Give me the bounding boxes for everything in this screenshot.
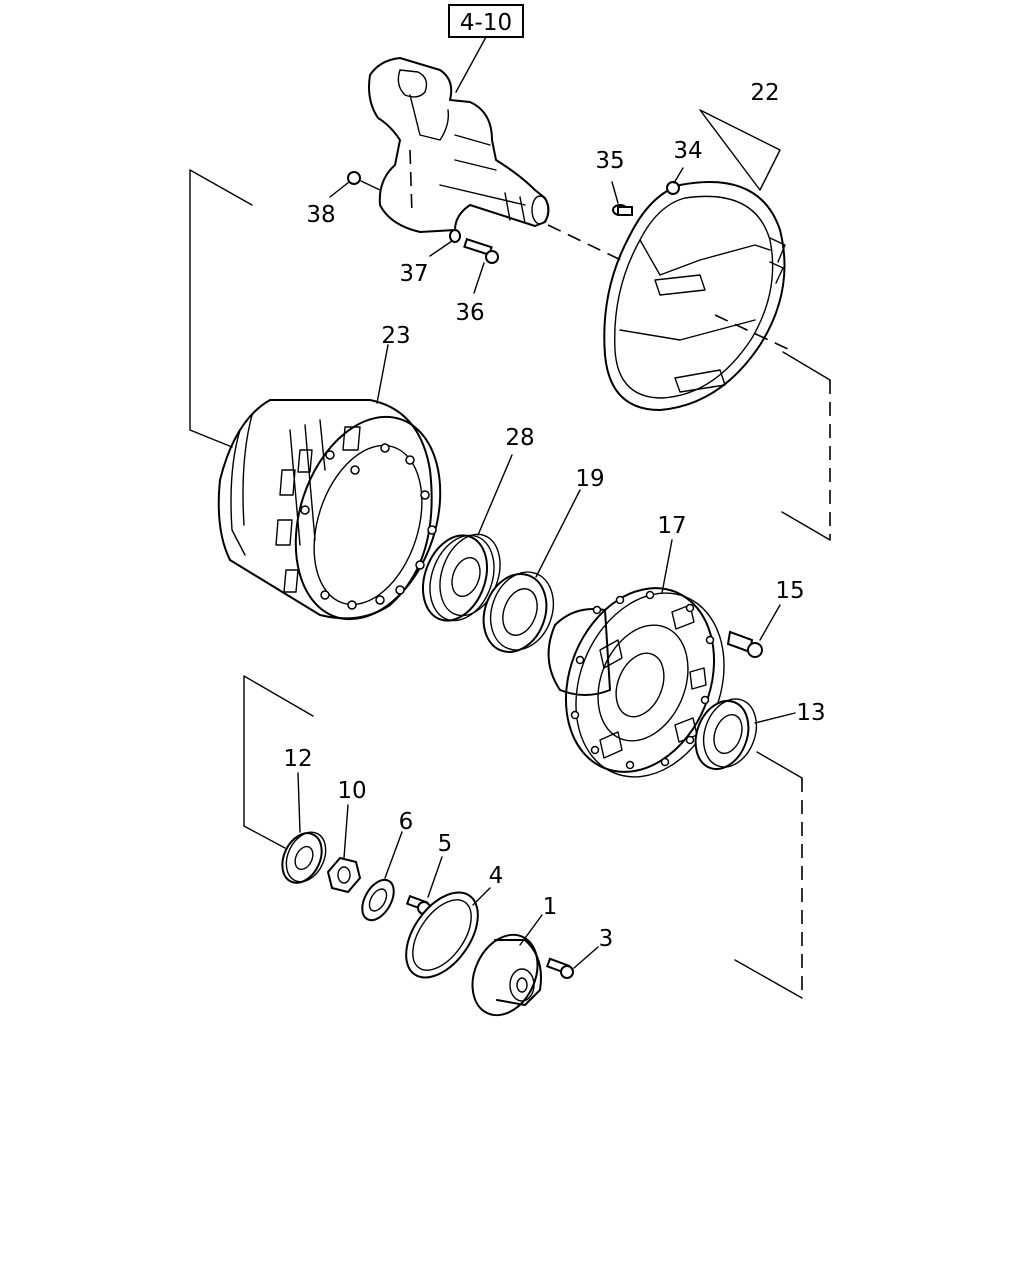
callout-15[interactable]: 15	[775, 578, 804, 604]
oil-seal	[422, 533, 501, 622]
callout-labels: 22 35 34 38 37 36 23 28 19 17 15 13 12 1…	[283, 80, 825, 952]
callout-12[interactable]: 12	[283, 746, 312, 772]
bolt-35[interactable]	[612, 204, 633, 216]
wheel-hub	[547, 587, 725, 778]
lock-washer[interactable]	[356, 874, 401, 925]
callout-4[interactable]: 4	[489, 863, 504, 889]
callout-22[interactable]: 22	[750, 80, 779, 106]
callout-19[interactable]: 19	[575, 466, 604, 492]
reference-label: 4-10	[460, 10, 512, 36]
outer-seal	[281, 831, 327, 884]
hub-cap-gasket	[405, 891, 479, 979]
brake-backing-plate	[603, 181, 791, 411]
callout-5[interactable]: 5	[438, 831, 453, 857]
callout-23[interactable]: 23	[381, 323, 410, 349]
brake-drum	[217, 399, 442, 621]
nut-34[interactable]	[666, 181, 680, 195]
callout-17[interactable]: 17	[657, 513, 686, 539]
callout-28[interactable]: 28	[505, 425, 534, 451]
hub-cap-bolt[interactable]	[545, 957, 574, 979]
callout-13[interactable]: 13	[796, 700, 825, 726]
bolt-36[interactable]	[463, 237, 499, 264]
callout-3[interactable]: 3	[599, 926, 614, 952]
hub-cap	[471, 933, 542, 1017]
hub-nut[interactable]	[326, 856, 362, 894]
callout-35[interactable]: 35	[595, 148, 624, 174]
steering-knuckle	[368, 57, 550, 233]
outer-bearing	[694, 698, 758, 770]
callout-36[interactable]: 36	[455, 300, 484, 326]
washer-37[interactable]	[449, 229, 461, 243]
callout-34[interactable]: 34	[673, 138, 702, 164]
callout-37[interactable]: 37	[399, 261, 428, 287]
callout-6[interactable]: 6	[399, 809, 414, 835]
callout-1[interactable]: 1	[543, 894, 558, 920]
callout-38[interactable]: 38	[306, 202, 335, 228]
hub-bolt[interactable]	[726, 630, 763, 658]
nut-38[interactable]	[347, 171, 361, 185]
callout-10[interactable]: 10	[337, 778, 366, 804]
reference-box[interactable]: 4-10	[448, 4, 524, 38]
inner-bearing	[482, 571, 555, 653]
